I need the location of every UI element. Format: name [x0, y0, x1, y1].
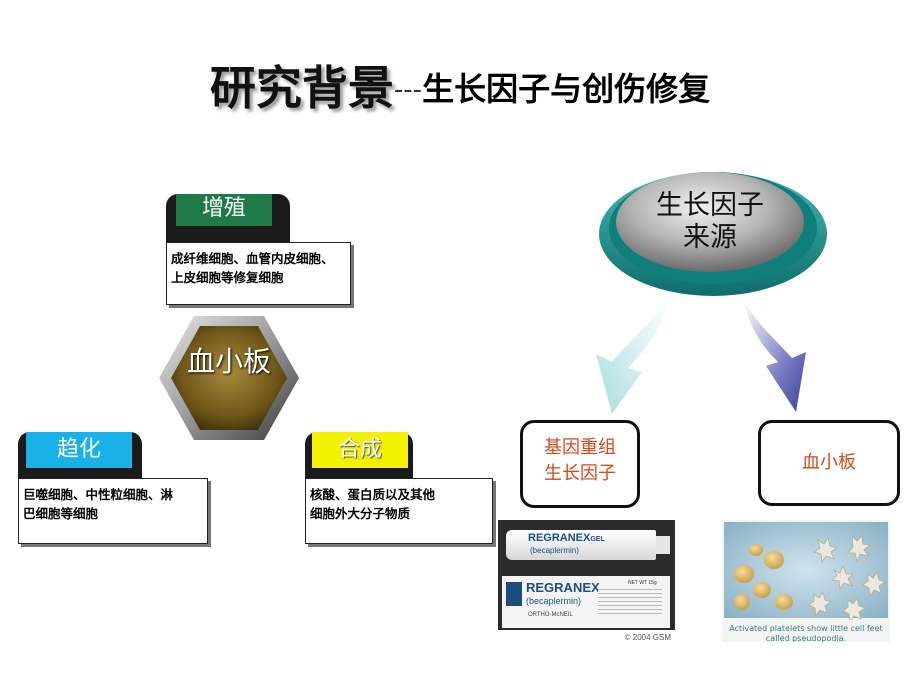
source-label: 生长因子 来源	[596, 190, 824, 254]
arrow-right-icon	[744, 300, 806, 412]
box-company: ORTHO-McNEIL	[528, 612, 573, 618]
box-net-weight: NET WT 15g	[628, 580, 657, 586]
recombinant-box: 基因重组 生长因子	[520, 420, 640, 508]
source-line1: 生长因子	[656, 190, 764, 221]
micrograph-caption: Activated platelets show little cell fee…	[722, 624, 890, 642]
synthesis-description: 核酸、蛋白质以及其他 细胞外大分子物质	[305, 478, 493, 544]
synthesis-tag: 合成	[312, 432, 408, 468]
chemotaxis-desc-line1: 巨噬细胞、中性粒细胞、淋	[23, 487, 174, 502]
synthesis-desc-line2: 细胞外大分子物质	[310, 506, 411, 521]
tube-generic: (becaplermin)	[530, 546, 579, 555]
tube-cap	[656, 536, 670, 554]
micrograph-image	[724, 522, 888, 620]
proliferation-tag: 增殖	[176, 194, 272, 226]
tube-brand: REGRANEXGEL	[528, 532, 605, 544]
title-main: 研究背景	[209, 61, 394, 115]
title-dashes: ---	[393, 75, 423, 105]
platelet-micrograph: Activated platelets show little cell fee…	[722, 520, 890, 642]
regranex-product-photo: REGRANEXGEL (becaplermin) REGRANEXGEL (b…	[498, 520, 675, 645]
caption-line2: called pseudopodia.	[765, 634, 847, 642]
synthesis-desc-line1: 核酸、蛋白质以及其他	[310, 487, 436, 502]
title-sub: 生长因子与创伤修复	[422, 70, 711, 108]
source-line2: 来源	[683, 222, 737, 253]
platelet-box: 血小板	[758, 420, 900, 506]
proliferation-desc-line1: 成纤维细胞、血管内皮细胞、	[171, 251, 334, 266]
chemotaxis-tag: 趋化	[26, 432, 132, 468]
recombinant-line1: 基因重组	[544, 437, 616, 458]
photo-footer	[498, 630, 675, 645]
gel-tube	[506, 530, 656, 560]
proliferation-desc-line2: 上皮细胞等修复细胞	[171, 270, 284, 285]
caption-line1: Activated platelets show little cell fee…	[729, 624, 883, 633]
center-label: 血小板	[186, 345, 271, 378]
slide-title: 研究背景---生长因子与创伤修复	[0, 52, 920, 118]
arrow-left-icon	[596, 300, 668, 414]
box-logo-mark	[506, 582, 522, 606]
source-disc	[599, 172, 827, 296]
box-fine-print	[598, 586, 662, 614]
photo-copyright: © 2004 GSM	[624, 633, 671, 642]
chemotaxis-description: 巨噬细胞、中性粒细胞、淋 巴细胞等细胞	[18, 478, 208, 544]
proliferation-description: 成纤维细胞、血管内皮细胞、 上皮细胞等修复细胞	[166, 242, 351, 305]
chemotaxis-desc-line2: 巴细胞等细胞	[23, 506, 99, 521]
platelet-hexagon	[159, 316, 299, 440]
box-generic: (becaplermin)	[526, 596, 582, 606]
recombinant-line2: 生长因子	[544, 463, 616, 484]
